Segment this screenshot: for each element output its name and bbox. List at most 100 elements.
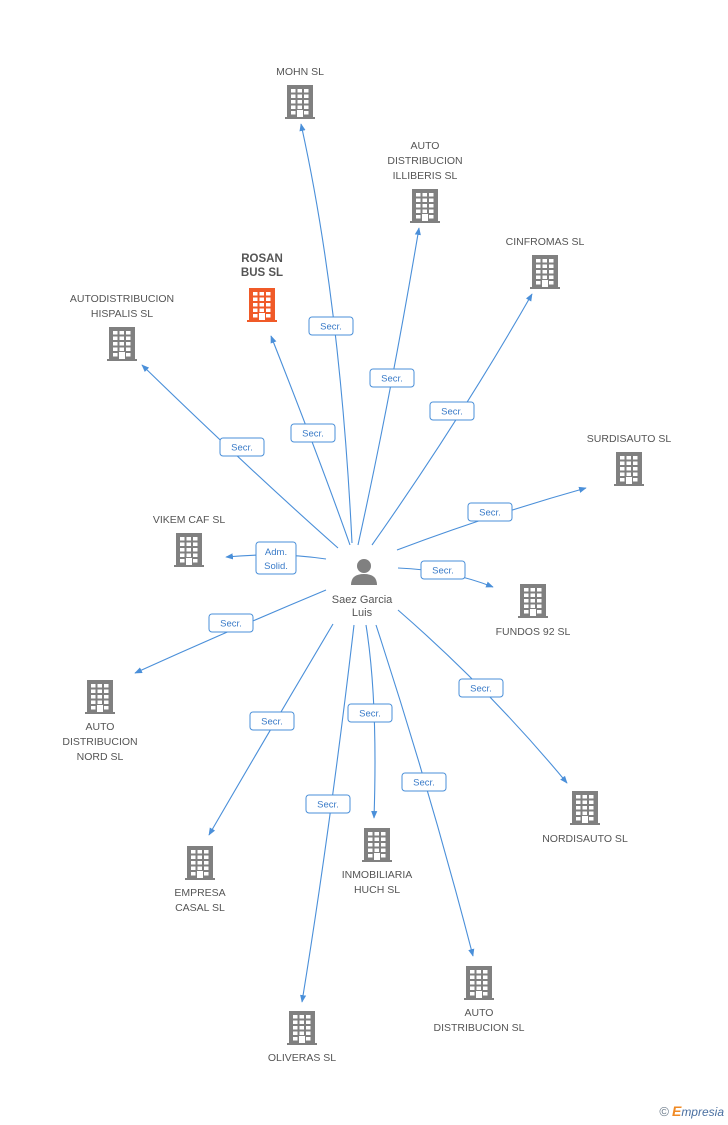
edge-label: Secr. [231,443,253,454]
company-node-hispalis[interactable]: AUTODISTRIBUCION HISPALIS SL [70,293,174,361]
company-node-casal[interactable]: EMPRESA CASAL SL [174,846,226,914]
edge-oliveras: Secr. [300,624,355,1003]
company-node-mohn[interactable]: MOHN SL [276,66,324,119]
edge-label-box [458,678,504,698]
edge-label: Secr. [470,684,492,695]
company-name: SURDISAUTO SL [587,433,672,445]
edge-label-box [420,560,466,580]
edge-mohn: Secr. [299,123,354,544]
company-node-huch[interactable]: INMOBILIARIA HUCH SL [342,828,413,896]
edge-label: Secr. [320,322,342,333]
edge-label-box [219,437,265,457]
edge-label: Secr. [381,374,403,385]
company-name: ILLIBERIS SL [393,170,458,182]
edge-label: Secr. [359,709,381,720]
edge-line [300,624,355,1003]
person-icon [351,559,377,585]
building-icon [570,791,600,825]
building-icon [518,584,548,618]
company-name: AUTO [465,1007,494,1019]
building-icon [107,327,137,361]
company-name: FUNDOS 92 SL [496,626,571,638]
company-name: AUTO [86,721,115,733]
edge-label: Secr. [432,566,454,577]
building-icon [614,452,644,486]
company-name: INMOBILIARIA [342,869,413,881]
edge-huch: Secr. [347,624,393,819]
company-name: AUTODISTRIBUCION [70,293,174,305]
company-name: MOHN SL [276,66,324,78]
company-name: CINFROMAS SL [506,236,585,248]
edge-line [270,335,351,546]
edge-label-box [290,423,336,443]
person-node[interactable]: Saez Garcia Luis [332,559,393,619]
edge-label: Secr. [261,717,283,728]
building-icon [410,189,440,223]
edge-label: Secr. [302,429,324,440]
brand-watermark: ©Empresia [659,1103,724,1119]
person-name-line2: Luis [352,607,373,619]
edge-label-box [401,772,447,792]
company-name: NORD SL [77,751,124,763]
edge-hispalis: Secr. [141,364,339,549]
edge-label-box [255,541,297,575]
company-name: CASAL SL [175,902,225,914]
edge-autodist: Secr. [375,624,475,957]
building-icon [185,846,215,880]
company-node-fundos[interactable]: FUNDOS 92 SL [496,584,571,638]
edge-rosan: Secr. [270,335,351,546]
company-name: OLIVERAS SL [268,1052,336,1064]
edge-label-box [347,703,393,723]
building-icon [285,85,315,119]
edge-nord: Secr. [134,589,327,674]
building-icon [287,1011,317,1045]
edge-label-box [429,401,475,421]
edge-line [141,364,339,549]
edge-label: Solid. [264,561,288,572]
company-node-nordisauto[interactable]: NORDISAUTO SL [542,791,628,845]
building-icon [85,680,115,714]
company-name: DISTRIBUCION SL [433,1022,524,1034]
edge-vikem: Adm. Solid. [225,541,327,575]
company-name: VIKEM CAF SL [153,514,226,526]
building-icon [530,255,560,289]
company-name: HUCH SL [354,884,400,896]
edge-casal: Secr. [208,623,334,836]
company-name: DISTRIBUCION [62,736,137,748]
company-name: ROSAN [241,253,283,265]
company-name: HISPALIS SL [91,308,153,320]
edge-label-box [308,316,354,336]
building-icon [464,966,494,1000]
edge-label: Secr. [441,407,463,418]
building-icon [174,533,204,567]
company-node-vikem[interactable]: VIKEM CAF SL [153,514,226,567]
brand-name: mpresia [681,1105,724,1119]
company-node-autodist[interactable]: AUTO DISTRIBUCION SL [433,966,525,1034]
edge-label: Secr. [413,778,435,789]
company-node-oliveras[interactable]: OLIVERAS SL [268,1011,336,1064]
edge-label: Adm. [265,547,287,558]
edge-label: Secr. [317,800,339,811]
edge-label: Secr. [220,619,242,630]
company-name: NORDISAUTO SL [542,833,628,845]
company-node-surdisauto[interactable]: SURDISAUTO SL [587,433,672,486]
company-node-nord[interactable]: AUTO DISTRIBUCION NORD SL [62,680,138,763]
company-name: EMPRESA [174,887,225,899]
building-icon [362,828,392,862]
copyright-symbol: © [659,1104,669,1119]
edge-label-box [305,794,351,814]
person-name-line1: Saez Garcia [332,594,393,606]
edge-cinfromas: Secr. [371,293,533,546]
edge-nordisauto: Secr. [397,609,568,784]
edge-fundos: Secr. [397,560,494,588]
company-name: DISTRIBUCION [387,155,462,167]
building-icon [247,288,277,322]
edge-line [357,227,421,546]
company-node-cinfromas[interactable]: CINFROMAS SL [506,236,585,289]
edge-label-box [369,368,415,388]
edge-label-box [467,502,513,522]
edge-label: Secr. [479,508,501,519]
